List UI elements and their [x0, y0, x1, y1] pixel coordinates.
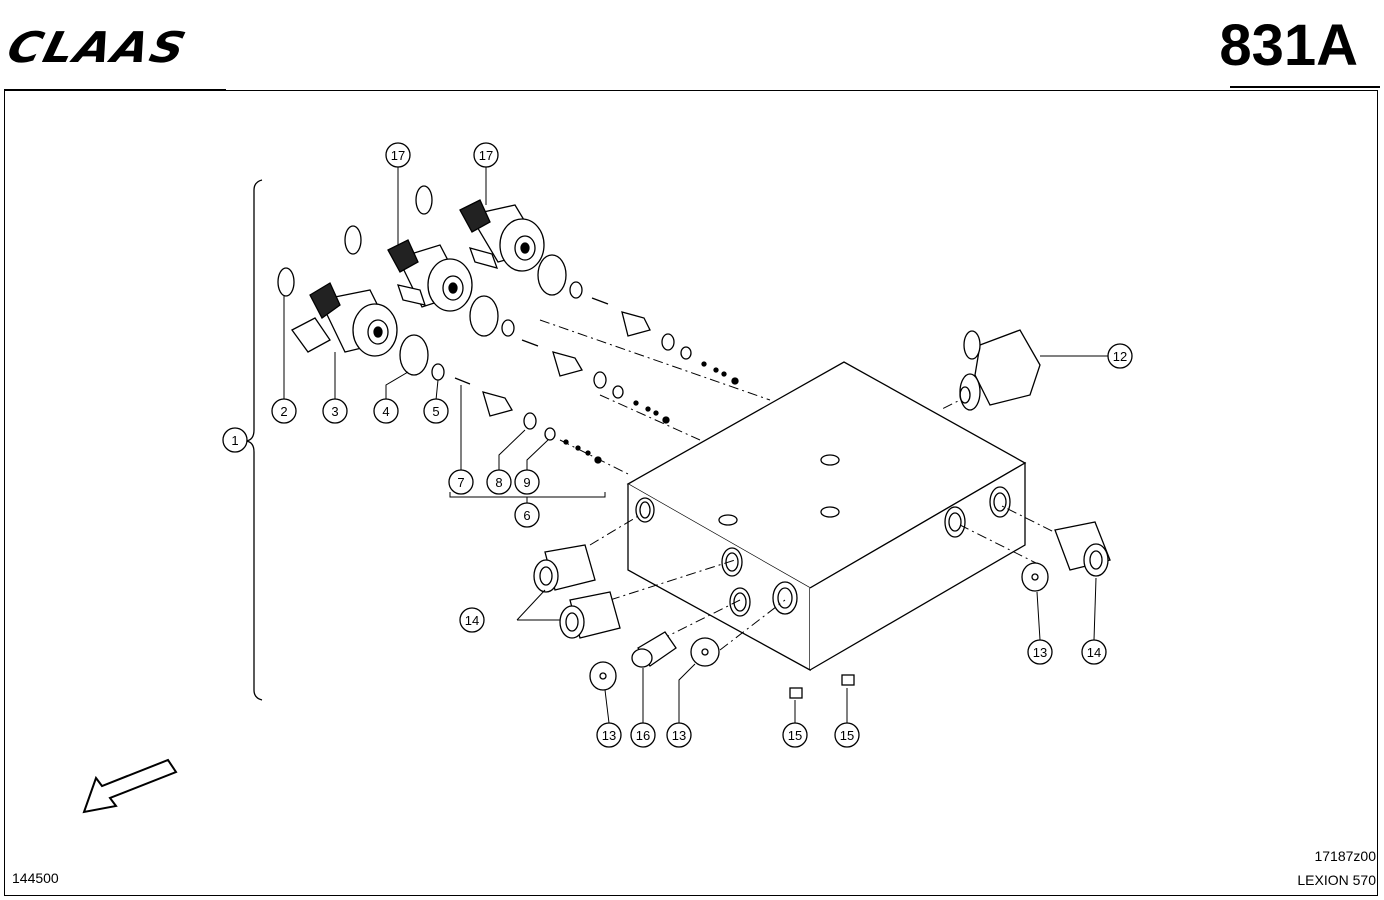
drawing-id: 17187z00 — [1314, 848, 1376, 864]
callout-4: 4 — [373, 398, 399, 424]
callout-15: 15 — [782, 722, 808, 748]
callout-6: 6 — [514, 502, 540, 528]
svg-text:17: 17 — [391, 148, 405, 163]
direction-arrow-icon — [82, 758, 178, 814]
svg-text:13: 13 — [1033, 645, 1047, 660]
callout-17: 17 — [473, 142, 499, 168]
check-valve-16 — [631, 631, 677, 668]
valve-cartridges — [482, 311, 651, 417]
callout-3: 3 — [322, 398, 348, 424]
callout-8: 8 — [486, 469, 512, 495]
drawing-frame — [4, 90, 1378, 896]
callout-13: 13 — [596, 722, 622, 748]
svg-text:1: 1 — [231, 433, 238, 448]
callout-9: 9 — [514, 469, 540, 495]
svg-text:14: 14 — [465, 613, 479, 628]
svg-text:9: 9 — [523, 475, 530, 490]
leader-lines — [283, 167, 1108, 724]
machine-model: LEXION 570 — [1297, 872, 1376, 888]
callout-1: 1 — [222, 427, 248, 453]
callout-13: 13 — [666, 722, 692, 748]
plugs — [589, 562, 1049, 691]
svg-text:2: 2 — [280, 404, 287, 419]
svg-text:3: 3 — [331, 404, 338, 419]
dowel-pins — [789, 674, 855, 699]
svg-text:7: 7 — [457, 475, 464, 490]
group-bracket — [245, 179, 263, 701]
svg-text:15: 15 — [840, 728, 854, 743]
svg-text:16: 16 — [636, 728, 650, 743]
o-rings — [277, 185, 692, 441]
callout-14: 14 — [1081, 639, 1107, 665]
callout-17: 17 — [385, 142, 411, 168]
page-code: 831A — [1219, 13, 1358, 78]
page-code-underline — [1230, 86, 1380, 88]
callout-15: 15 — [834, 722, 860, 748]
small-seals — [563, 361, 739, 464]
callout-5: 5 — [423, 398, 449, 424]
valve-block — [626, 361, 1027, 672]
svg-text:5: 5 — [432, 404, 439, 419]
svg-text:6: 6 — [523, 508, 530, 523]
callout-14: 14 — [459, 607, 485, 633]
svg-text:14: 14 — [1087, 645, 1101, 660]
callout-16: 16 — [630, 722, 656, 748]
doc-number: 144500 — [12, 870, 59, 886]
svg-text:4: 4 — [382, 404, 389, 419]
callout-7: 7 — [448, 469, 474, 495]
svg-text:17: 17 — [479, 148, 493, 163]
svg-text:13: 13 — [602, 728, 616, 743]
callout-2: 2 — [271, 398, 297, 424]
solenoid-coil-3 — [291, 282, 398, 357]
fittings — [533, 521, 1111, 639]
callout-13: 13 — [1027, 639, 1053, 665]
callout-12: 12 — [1107, 343, 1133, 369]
logo-underline — [4, 89, 226, 91]
svg-text:8: 8 — [495, 475, 502, 490]
svg-text:12: 12 — [1113, 349, 1127, 364]
pressure-switch — [959, 329, 1041, 411]
solenoid-coil-17b — [459, 199, 545, 272]
pins — [454, 297, 609, 385]
svg-text:15: 15 — [788, 728, 802, 743]
svg-text:13: 13 — [672, 728, 686, 743]
solenoid-coil-17a — [387, 239, 473, 312]
assembly-lines — [539, 319, 1071, 651]
